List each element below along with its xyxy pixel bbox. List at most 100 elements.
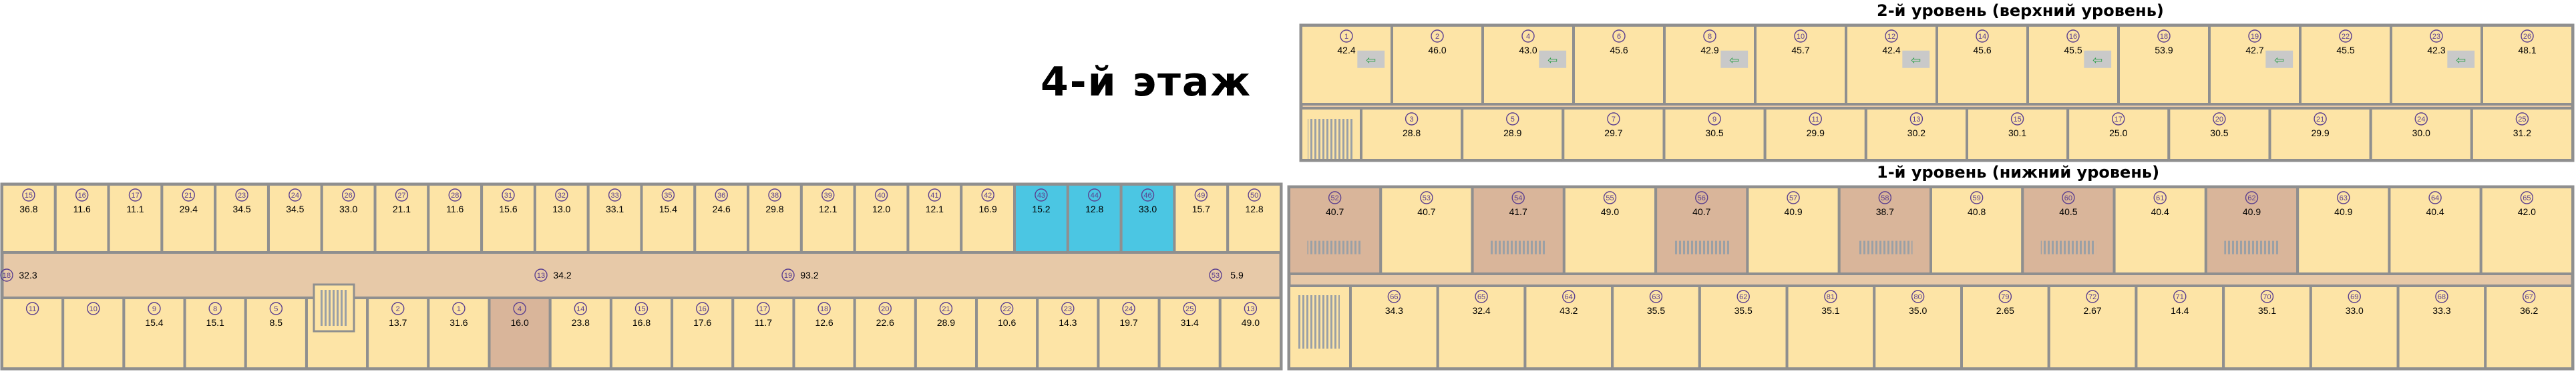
room-number: 6 [1617, 33, 1621, 41]
room-number: 17 [2114, 116, 2123, 124]
room-number-badge [661, 188, 675, 202]
room-area: 31.6 [449, 317, 468, 328]
room-number: 59 [1973, 194, 1981, 202]
room-shape [1097, 297, 1161, 370]
room-shape [1873, 285, 1963, 370]
room-area: 23.8 [572, 317, 590, 328]
room-number-badge [1194, 188, 1208, 202]
room-number: 65 [2523, 194, 2531, 202]
room-area: 93.2 [800, 270, 818, 280]
room-number-badge [1248, 188, 1261, 202]
room-shape [1562, 186, 1658, 275]
room-area: 13.0 [552, 204, 570, 214]
room-number: 61 [2156, 194, 2164, 202]
room-number-badge [2520, 191, 2534, 204]
room-number-badge [634, 302, 649, 315]
room-number: 64 [1565, 293, 1573, 301]
room-area: 25.0 [2109, 128, 2127, 138]
room-number-badge [2153, 191, 2167, 204]
room-area: 53.9 [2155, 45, 2173, 55]
room-number: 24 [2417, 116, 2425, 124]
stairs-icon [1902, 50, 1930, 68]
room-area: 29.4 [180, 204, 198, 214]
room-shape [609, 297, 674, 370]
stairs-icon [1539, 50, 1567, 68]
room-number: 39 [824, 192, 832, 200]
room-number-badge [2260, 290, 2274, 303]
room-number: 54 [1514, 194, 1522, 202]
room-number: 3 [1410, 116, 1414, 124]
room-shape [2222, 285, 2312, 370]
room-shape [1654, 186, 1749, 275]
room-number: 23 [2432, 33, 2440, 41]
level-2-title: 2-й уровень (верхний уровень) [1877, 1, 2164, 20]
room-number-badge [2521, 29, 2534, 43]
room-shape [1936, 24, 2029, 106]
room-area: 31.2 [2513, 128, 2531, 138]
room-number: 4 [518, 305, 522, 313]
room-number-badge [1824, 290, 1837, 303]
room-number: 80 [1914, 293, 1922, 301]
room-area: 49.0 [1601, 206, 1619, 217]
room-shape [122, 297, 186, 370]
exit-arrow-icon: ⇦ [2092, 53, 2102, 67]
room-number: 17 [759, 305, 767, 313]
room-number: 50 [1250, 192, 1258, 200]
room-number-badge [502, 188, 515, 202]
room-number-badge [574, 302, 588, 315]
room-number-badge [2314, 112, 2327, 126]
exit-arrow-icon: ⇦ [1911, 53, 1921, 67]
room-number: 21 [2316, 116, 2324, 124]
room-shape [266, 183, 323, 254]
room-area: 40.4 [2426, 206, 2444, 217]
room-shape [61, 297, 126, 370]
room-number: 11 [1812, 116, 1819, 124]
room-number: 17 [131, 192, 139, 200]
room-number-badge [1431, 29, 1444, 43]
room-shape [1226, 183, 1283, 254]
room-number-badge [878, 302, 892, 315]
room-area: 38.7 [1876, 206, 1894, 217]
room-area: 33.0 [1139, 204, 1157, 214]
room-shape [548, 297, 612, 370]
room-area: 35.0 [1909, 305, 1927, 316]
room-area: 15.1 [206, 317, 224, 328]
room-number: 72 [2088, 293, 2096, 301]
room-area: 14.3 [1059, 317, 1077, 328]
room-shape [533, 183, 590, 254]
room-number: 14 [576, 305, 584, 313]
room-area: 29.8 [765, 204, 783, 214]
room-4: 416.0 [488, 297, 552, 370]
room-area: 30.2 [1907, 128, 1925, 138]
room-number: 16 [2069, 33, 2077, 41]
room-area: 11.7 [755, 317, 772, 328]
room-area: 12.8 [1085, 204, 1103, 214]
room-number-badge [128, 188, 142, 202]
room-shape [2479, 186, 2575, 275]
room-shape [183, 297, 247, 370]
room-shape [2021, 186, 2116, 275]
room-number-badge [2010, 112, 2024, 126]
room-number: 25 [1185, 305, 1193, 313]
stairs-icon [2265, 50, 2293, 68]
